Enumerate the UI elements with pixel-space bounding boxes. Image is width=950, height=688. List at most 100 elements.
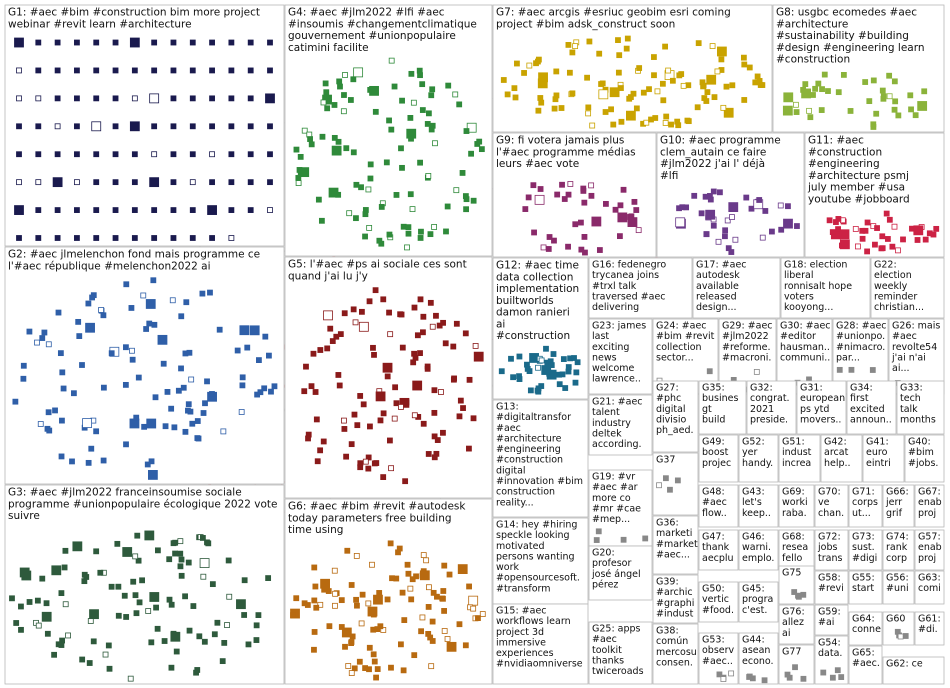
graph-node [74, 207, 80, 213]
graph-node [132, 553, 139, 560]
graph-node [369, 85, 379, 96]
graph-node [182, 593, 188, 600]
group-border [914, 611, 945, 646]
graph-node [362, 665, 368, 671]
graph-node [862, 79, 869, 85]
graph-node [402, 478, 409, 485]
graph-node [874, 225, 880, 231]
graph-node [144, 461, 151, 468]
graph-node [19, 567, 30, 578]
graph-node [466, 583, 472, 590]
graph-node [704, 89, 711, 95]
graph-node [701, 95, 708, 101]
graph-node [93, 235, 100, 241]
graph-node [715, 238, 722, 245]
graph-node [35, 67, 42, 74]
graph-node [93, 207, 100, 213]
graph-node [571, 355, 577, 361]
graph-node [431, 454, 438, 461]
graph-node [584, 74, 590, 81]
graph-node [247, 207, 254, 213]
graph-node [365, 465, 372, 472]
graph-node [685, 82, 692, 89]
graph-node [420, 313, 427, 320]
graph-node [112, 179, 119, 186]
graph-node [848, 366, 855, 373]
graph-node [648, 116, 654, 123]
graph-node [407, 191, 414, 198]
graph-node [388, 664, 394, 671]
graph-node [331, 145, 342, 156]
graph-node [157, 334, 168, 345]
graph-node [386, 117, 392, 124]
graph-node [87, 618, 94, 624]
graph-node [353, 553, 360, 559]
graph-node [884, 236, 891, 242]
graph-node [535, 364, 541, 371]
graph-node [452, 91, 459, 98]
graph-node [596, 247, 603, 253]
graph-node [879, 87, 886, 94]
graph-node [886, 216, 893, 223]
graph-node [267, 151, 273, 158]
group-label-g8: G8: usgbc ecomedes #aec#architecture#sus… [776, 7, 925, 66]
graph-node [883, 210, 890, 217]
group-label-g36: G36:marketi#market#aec... [656, 518, 698, 561]
graph-node [603, 201, 609, 207]
group-cell-g53: G53:observ#aec.. [698, 632, 739, 685]
graph-node [164, 389, 171, 395]
graph-node [759, 82, 766, 88]
graph-node [426, 584, 432, 591]
graph-node [376, 590, 383, 596]
graph-node [663, 113, 670, 120]
group-border [284, 498, 493, 685]
node-cluster [746, 673, 768, 684]
graph-node [527, 387, 534, 394]
graph-node [123, 614, 130, 620]
graph-node [112, 151, 119, 158]
graph-node [602, 109, 609, 115]
graph-node [879, 233, 886, 240]
graph-node [728, 670, 735, 677]
graph-node [91, 121, 102, 132]
graph-node [54, 151, 61, 158]
graph-node [146, 418, 157, 429]
group-label-g62: G62: ce [886, 659, 923, 670]
graph-node [441, 628, 448, 634]
graph-node [16, 179, 22, 186]
graph-node [305, 435, 311, 442]
graph-node [267, 39, 273, 46]
graph-node [806, 107, 812, 114]
group-border [848, 645, 883, 685]
graph-node [35, 207, 42, 213]
graph-node [432, 140, 438, 147]
graph-node [574, 359, 581, 366]
graph-node [466, 122, 477, 133]
graph-node [76, 333, 83, 339]
graph-node [633, 105, 640, 112]
graph-node [151, 321, 158, 328]
graph-node [554, 191, 561, 198]
graph-node [565, 364, 572, 370]
graph-node [147, 470, 158, 480]
graph-node [694, 104, 701, 111]
graph-node [247, 151, 254, 158]
graph-node [372, 108, 379, 115]
graph-node [616, 52, 623, 59]
graph-node [265, 575, 272, 581]
group-border [904, 434, 945, 483]
graph-node [438, 389, 444, 395]
graph-node [131, 207, 138, 213]
group-border [492, 603, 589, 685]
graph-node [585, 104, 592, 111]
group-border [846, 380, 897, 435]
graph-node [54, 235, 61, 241]
graph-node [378, 204, 385, 210]
graph-node [54, 67, 61, 74]
graph-node [362, 458, 369, 465]
graph-node [327, 325, 334, 332]
